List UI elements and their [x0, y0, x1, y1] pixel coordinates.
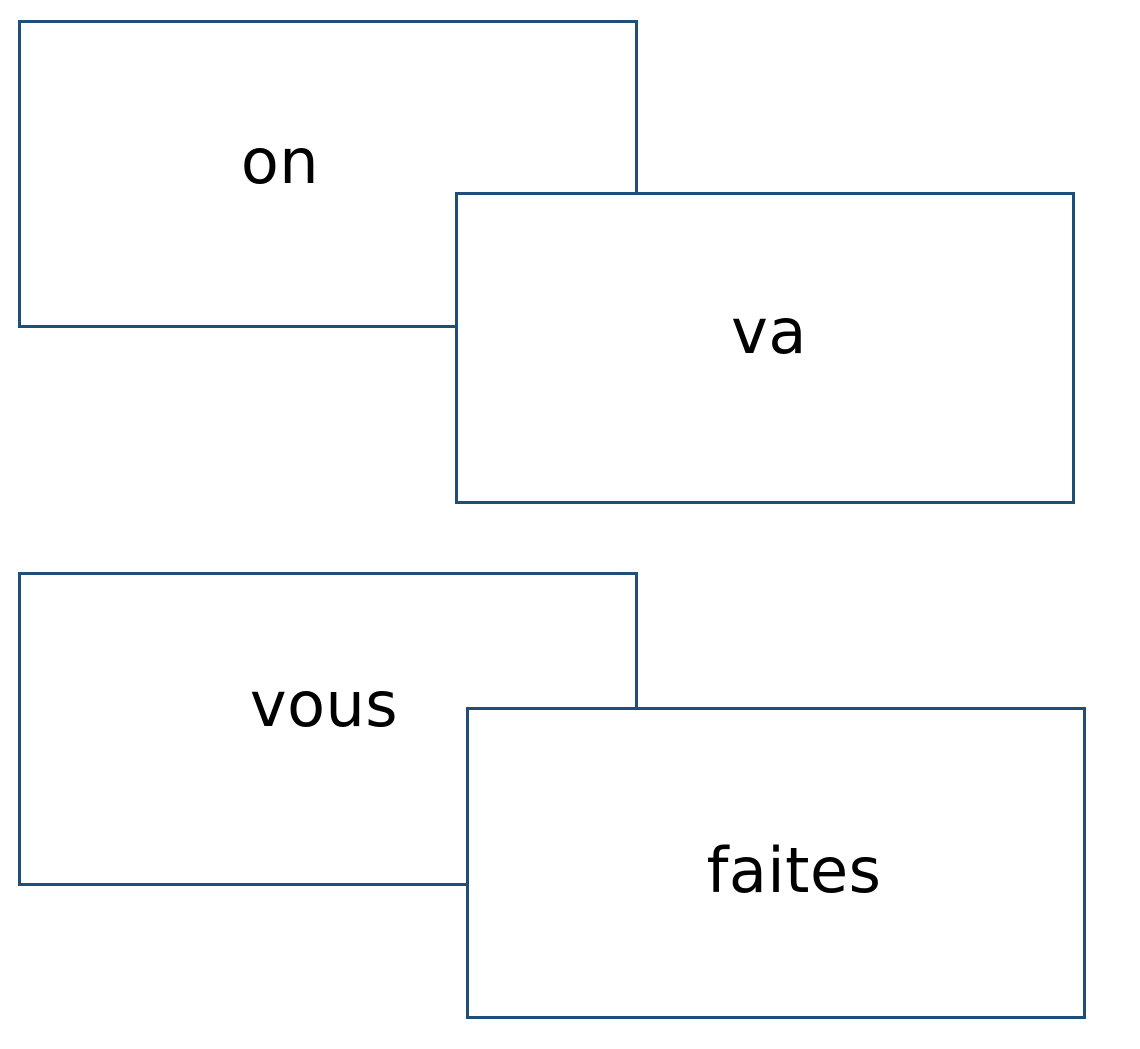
- word-card-faites[interactable]: faites: [466, 707, 1086, 1019]
- word-label-vous: vous: [249, 668, 399, 741]
- word-label-va: va: [731, 295, 807, 368]
- word-label-faites: faites: [706, 834, 882, 907]
- word-label-on: on: [240, 125, 320, 198]
- word-card-va[interactable]: va: [455, 192, 1075, 504]
- word-card-on[interactable]: on: [18, 20, 638, 328]
